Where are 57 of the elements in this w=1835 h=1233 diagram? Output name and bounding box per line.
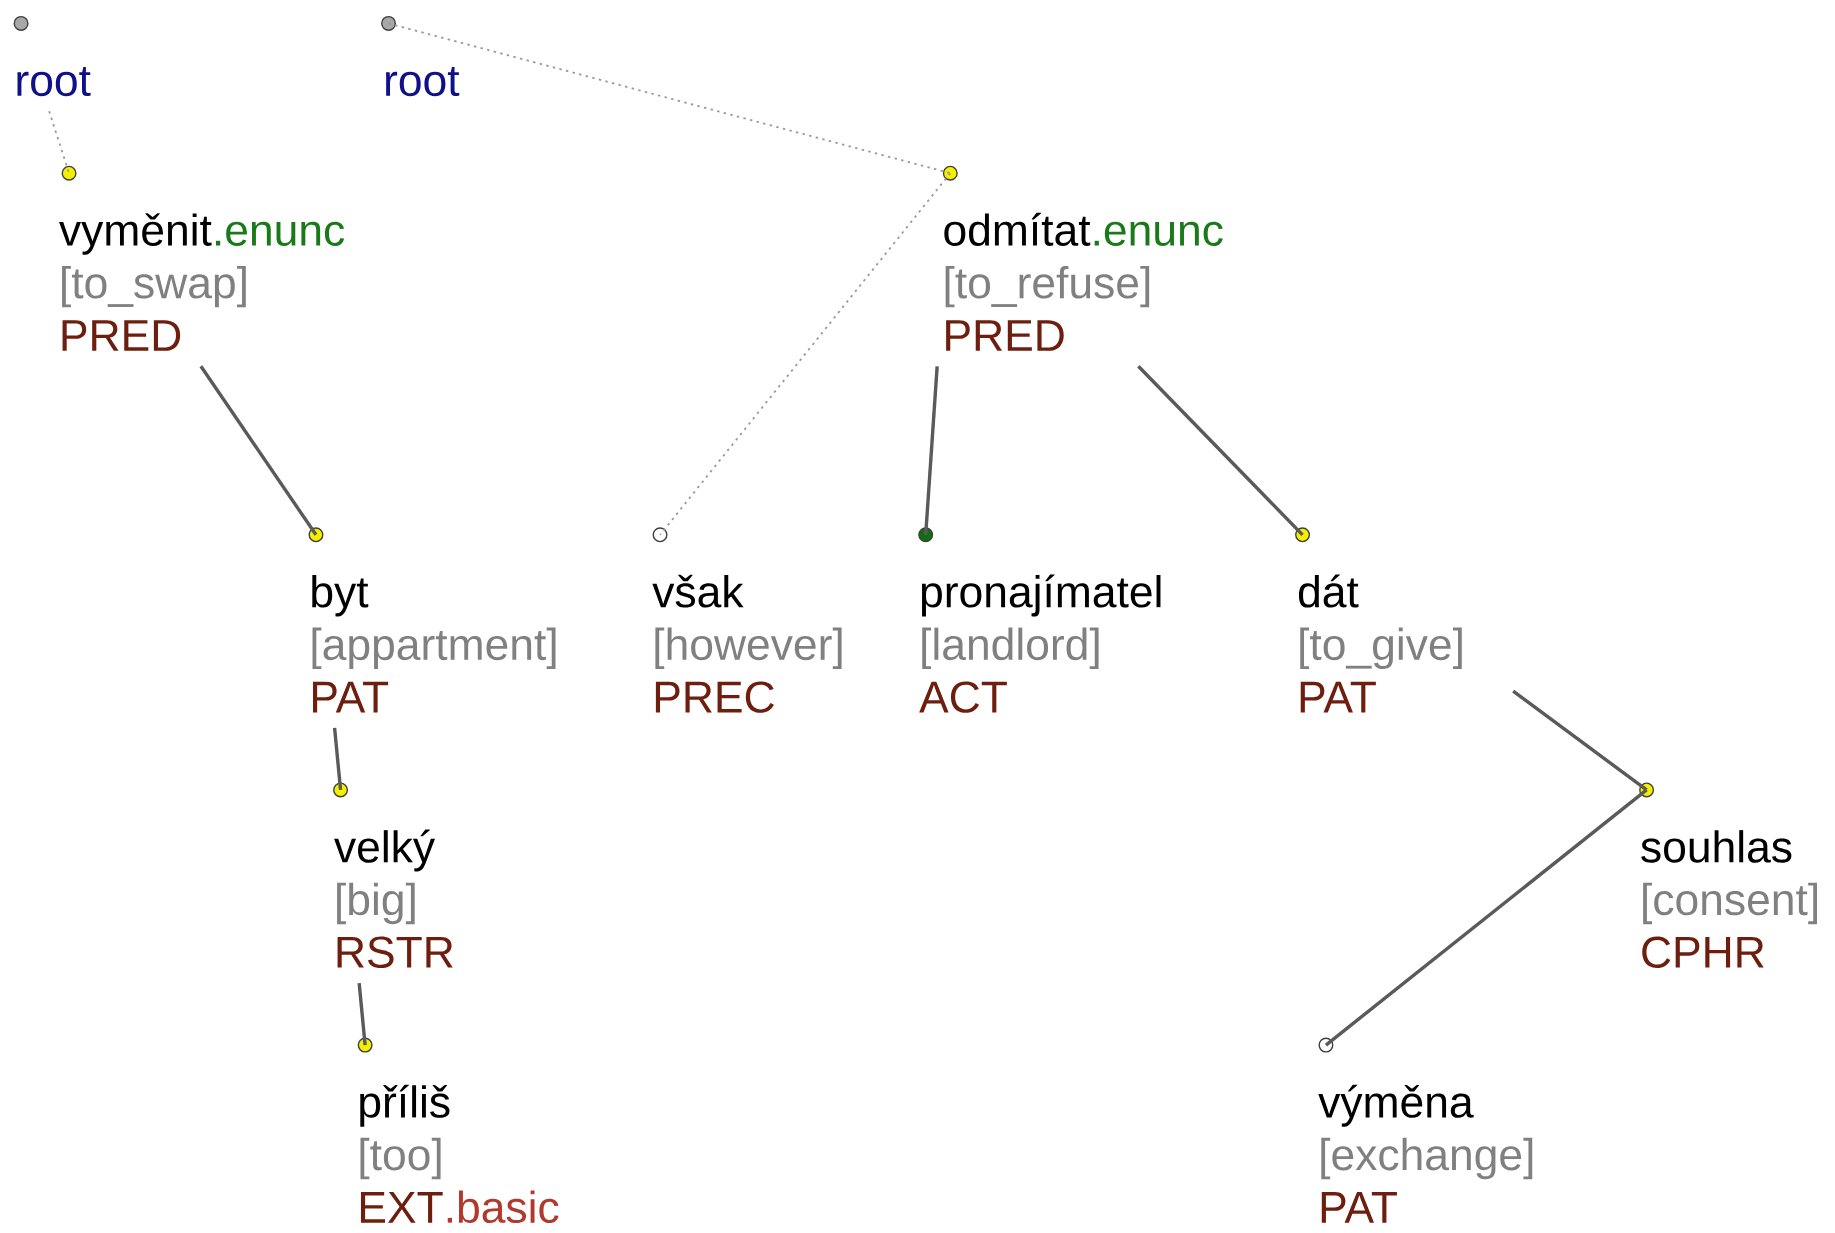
tree-edge: [332, 727, 343, 790]
tree-node: však [however] PREC: [652, 527, 842, 713]
node-label: PRED: [946, 319, 1064, 351]
tree-edge: [199, 365, 318, 536]
node-label: PRED: [62, 319, 181, 351]
node-label: však: [652, 574, 744, 608]
node-label: PAT: [1321, 1191, 1397, 1223]
tree-node: příliš [too] EXT.basic: [357, 1037, 559, 1223]
node-label: PREC: [655, 681, 774, 713]
node-label: PAT: [313, 681, 389, 713]
tree-node: dát [to_give] PAT: [1295, 527, 1462, 713]
node-label: velký: [334, 829, 436, 872]
node-label: [however]: [655, 627, 842, 669]
tree-edge: [924, 365, 939, 535]
tree-node: velký [big] RSTR: [333, 782, 453, 968]
node-label: PAT: [1300, 681, 1376, 713]
node-label: [to_swap]: [62, 265, 246, 308]
tree-node: souhlas [consent] CPHR: [1639, 782, 1817, 968]
node-label: vyměnit: [59, 212, 212, 255]
node-label: [too]: [360, 1137, 441, 1180]
tree-node: pronajímatel [landlord] ACT: [918, 527, 1161, 713]
node-label: ACT: [919, 681, 1007, 713]
node-label: [to_refuse]: [945, 265, 1150, 308]
node-label: .enunc: [1094, 221, 1223, 246]
node-label: pronajímatel: [921, 574, 1161, 617]
node-label: RSTR: [337, 936, 453, 968]
node-label: byt: [312, 574, 369, 617]
node-label: [to_give]: [1300, 627, 1462, 669]
node-label: CPHR: [1642, 936, 1764, 968]
tree-edge: [48, 110, 70, 174]
tree-node: root: [13, 15, 91, 96]
tree-node: root: [381, 15, 460, 96]
node-label: souhlas: [1641, 829, 1792, 863]
node-label: výměna: [1318, 1084, 1474, 1127]
node-label: [exchange]: [1321, 1137, 1533, 1180]
tree-node: byt [appartment] PAT: [308, 527, 556, 713]
node-label: dát: [1298, 574, 1359, 608]
tree-edge: [1137, 364, 1304, 536]
node-label: EXT: [360, 1191, 443, 1223]
node-label: .enunc: [215, 221, 345, 246]
node-label: root: [386, 66, 460, 96]
tree-edge: [1324, 788, 1648, 1047]
node-label: root: [17, 66, 91, 96]
tree-node: odmítat.enunc [to_refuse] PRED: [942, 165, 1223, 351]
tree-node: výměna [exchange] PAT: [1318, 1037, 1533, 1223]
node-label: [appartment]: [312, 627, 556, 669]
node-label: .basic: [447, 1190, 559, 1223]
node-label: [landlord]: [922, 627, 1099, 669]
node-label: příliš: [360, 1084, 450, 1127]
node-label: odmítat: [944, 212, 1091, 246]
tree-edge: [387, 22, 952, 174]
node-label: [consent]: [1643, 882, 1818, 924]
tree-edge: [659, 172, 952, 536]
tree-edge: [357, 982, 367, 1045]
tree-edge: [1512, 689, 1648, 792]
node-label: [big]: [337, 882, 415, 924]
tree-node: vyměnit.enunc [to_swap] PRED: [59, 165, 345, 351]
